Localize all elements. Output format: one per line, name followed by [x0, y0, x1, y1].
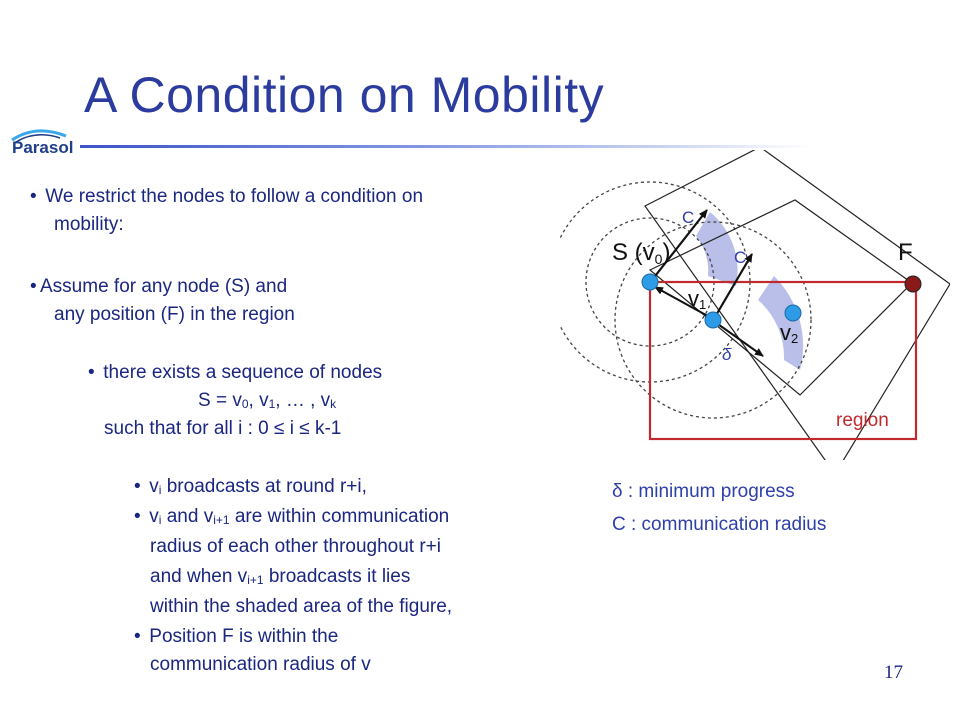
subscript: k — [330, 397, 337, 411]
bullet-assume-cont: any position (F) in the region — [54, 304, 295, 325]
subscript: i+1 — [247, 573, 264, 587]
node-s — [641, 273, 659, 291]
label-v2: v2 — [780, 320, 798, 346]
label-f: F — [898, 239, 913, 266]
bullet-position-f-cont: communication radius of v — [150, 654, 371, 676]
page-number: 17 — [884, 662, 903, 683]
bullet-within-radius-cont-3: within the shaded area of the figure, — [150, 596, 453, 617]
bullet-text: We restrict the nodes to follow a condit… — [45, 186, 424, 207]
parasol-logo-icon — [11, 129, 67, 143]
bullet-broadcast: • vi broadcasts at round r+i, — [134, 476, 367, 497]
bullet-text: Position F is within the — [149, 626, 339, 647]
bullet-restrict-cont: mobility: — [54, 214, 124, 235]
subscript: i — [158, 513, 162, 527]
subscript: i — [158, 483, 162, 497]
node-v2 — [784, 304, 802, 322]
bullet-within-radius-cont-2: and when vi+1 broadcasts it lies — [150, 566, 410, 588]
bullet-sequence: • there exists a sequence of nodes — [88, 362, 383, 383]
bullet-text: Assume for any node (S) and — [40, 276, 288, 297]
slide-title: A Condition on Mobility — [84, 67, 605, 123]
rotated-square-outer — [644, 150, 950, 460]
label-c-top: C — [682, 208, 694, 227]
label-part: v — [780, 320, 791, 345]
label-region: region — [836, 410, 889, 431]
mobility-diagram: C C S (v0) F v1 v2 δ region — [560, 150, 950, 460]
region-rectangle — [648, 280, 918, 441]
label-part: S (v — [612, 239, 655, 266]
label-v1: v1 — [688, 286, 706, 312]
legend-delta: δ : minimum progress — [612, 481, 795, 502]
formula-part: , … , v — [275, 390, 331, 411]
arrow-progress-delta-a — [654, 286, 716, 321]
shaded-area-upper — [696, 212, 738, 286]
label-delta: δ — [722, 345, 732, 364]
bullet-text: there exists a sequence of nodes — [103, 362, 383, 383]
legend-c: C : communication radius — [612, 514, 827, 535]
sequence-condition: such that for all i : 0 ≤ i ≤ k-1 — [104, 418, 342, 439]
formula-part: S = v — [198, 390, 242, 411]
formula-part: communication radius of v — [150, 654, 371, 675]
arrow-radius-v1 — [714, 253, 753, 318]
bullet-within-radius-cont-1: radius of each other throughout r+i — [150, 536, 441, 557]
bullet-text: are within communication — [229, 506, 450, 527]
subscript: 2 — [791, 331, 798, 346]
logo-text: Parasol — [12, 138, 74, 157]
subscript: i+1 — [213, 513, 230, 527]
formula-part: , v — [248, 390, 269, 411]
sequence-formula: S = v0, v1, … , vk — [198, 390, 336, 412]
formula-part: v — [149, 476, 159, 497]
bullet-text: broadcasts at round r+i, — [161, 476, 367, 497]
formula-part: and v — [161, 506, 214, 527]
formula-part: and when v — [150, 566, 248, 587]
label-c-mid: C — [734, 248, 746, 267]
bullet-text: broadcasts it lies — [263, 566, 411, 587]
label-part: ) — [662, 239, 670, 266]
bullet-restrict: • We restrict the nodes to follow a cond… — [30, 186, 424, 207]
subscript: 1 — [699, 297, 706, 312]
subscript: 1 — [268, 397, 276, 411]
bullet-position-f: • Position F is within the — [134, 626, 339, 647]
range-circle-v1 — [614, 221, 812, 419]
bullet-within-radius: • vi and vi+1 are within communication — [134, 506, 450, 527]
node-v1 — [704, 311, 722, 329]
formula-part: v — [149, 506, 159, 527]
shaded-area-lower — [758, 276, 804, 370]
label-part: v — [688, 286, 699, 311]
bullet-assume: •Assume for any node (S) and — [30, 276, 288, 297]
title-divider — [80, 145, 810, 148]
node-f — [904, 275, 922, 293]
subscript: 0 — [655, 251, 663, 267]
arrow-radius-s — [651, 209, 708, 281]
arrow-progress-delta-b — [714, 321, 764, 357]
label-s: S (v0) — [612, 239, 670, 267]
subscript: 0 — [241, 397, 249, 411]
